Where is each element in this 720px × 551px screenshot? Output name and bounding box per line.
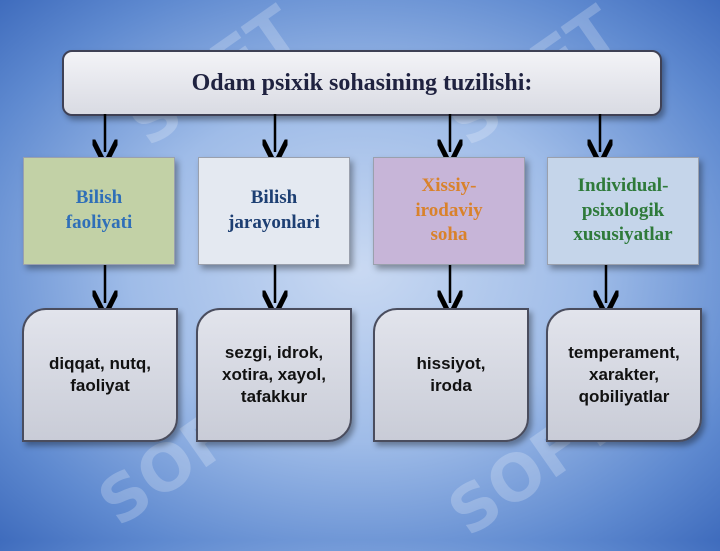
category-label: Xissiy- irodaviy soha (415, 174, 483, 246)
detail-box-4: temperament, xarakter, qobiliyatlar (546, 308, 702, 442)
detail-box-3: hissiyot, iroda (373, 308, 529, 442)
diagram-title: Odam psixik sohasining tuzilishi: (191, 69, 533, 96)
title-box: Odam psixik sohasining tuzilishi: (62, 50, 662, 116)
category-box-1: Bilish faoliyati (23, 157, 175, 265)
detail-box-2: sezgi, idrok, xotira, xayol, tafakkur (196, 308, 352, 442)
detail-text: temperament, xarakter, qobiliyatlar (568, 342, 680, 407)
category-label: Bilish jarayonlari (228, 187, 320, 233)
category-box-4: Individual- psixologik xususiyatlar (547, 157, 699, 265)
category-label: Individual- psixologik xususiyatlar (573, 174, 673, 246)
detail-text: diqqat, nutq, faoliyat (49, 353, 151, 395)
category-label: Bilish faoliyati (65, 187, 133, 233)
category-box-3: Xissiy- irodaviy soha (373, 157, 525, 265)
detail-text: sezgi, idrok, xotira, xayol, tafakkur (222, 342, 326, 407)
detail-text: hissiyot, iroda (416, 353, 486, 395)
category-box-2: Bilish jarayonlari (198, 157, 350, 265)
detail-box-1: diqqat, nutq, faoliyat (22, 308, 178, 442)
